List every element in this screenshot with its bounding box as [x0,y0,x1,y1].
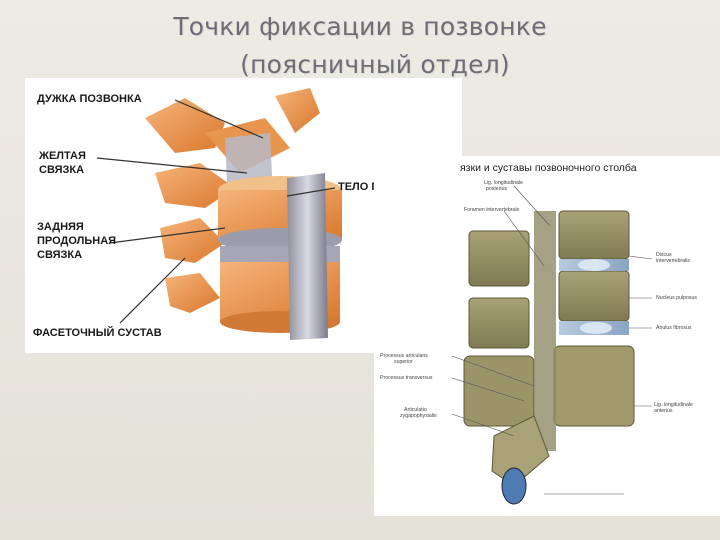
nerve-root-icon [501,467,527,505]
slide-title: Точки фиксации в позвонке (поясничный от… [0,8,720,84]
vertebral-arches [145,88,320,313]
label-nucleus: Nucleus pulposus [656,295,697,301]
sectioned-vertebrae [463,230,535,427]
label-disc-2: intervertebralis [656,258,691,264]
label-transverse: Processus transversus [380,375,433,381]
label-post-ligament-2: posterius [486,186,508,192]
figure-heading: язки и суставы позвоночного столба [460,162,637,174]
label-facet-joint: ФАСЕТОЧНЫЙ СУСТАВ [33,327,162,339]
label-post-ligament-1: Lig. longitudinale [484,180,523,186]
label-sup-process-1: Processus articularis [380,353,428,359]
label-posterior-ligament-1: ЗАДНЯЯ [37,221,84,233]
label-ant-ligament-1: Lig. longitudinale [654,402,693,408]
leader-lines [451,185,653,495]
label-posterior-ligament-3: СВЯЗКА [37,249,83,261]
intervertebral-discs [559,259,629,335]
label-posterior-ligament-2: ПРОДОЛЬНАЯ [37,235,117,247]
label-ant-ligament-2: anterius [654,408,673,414]
label-zyg-joint-2: zygapophysialis [400,413,437,419]
spine-section-illustration: язки и суставы позвоночного столба [374,156,720,516]
label-zyg-joint-1: Articulatio [404,407,427,413]
vertebral-bodies [553,210,635,427]
title-line-1: Точки фиксации в позвонке [173,12,547,41]
label-sup-process-2: superior [394,359,413,365]
label-disc-1: Discus [656,252,672,258]
spine-section-drawing [451,185,653,505]
label-anulus: Anulus fibrosus [656,325,692,331]
posterior-ligament [534,211,556,451]
label-lamina: ДУЖКА ПОЗВОНКА [37,93,142,105]
anterior-ligament [287,173,328,340]
label-yellow-ligament-2: СВЯЗКА [39,164,85,176]
label-foramen: Foramen intervertebrale [464,207,520,213]
label-yellow-ligament-1: ЖЕЛТАЯ [39,150,86,162]
title-line-2: (поясничный отдел) [240,50,510,79]
lumbar-spine-drawing [96,88,342,340]
leader-lines [96,99,336,324]
